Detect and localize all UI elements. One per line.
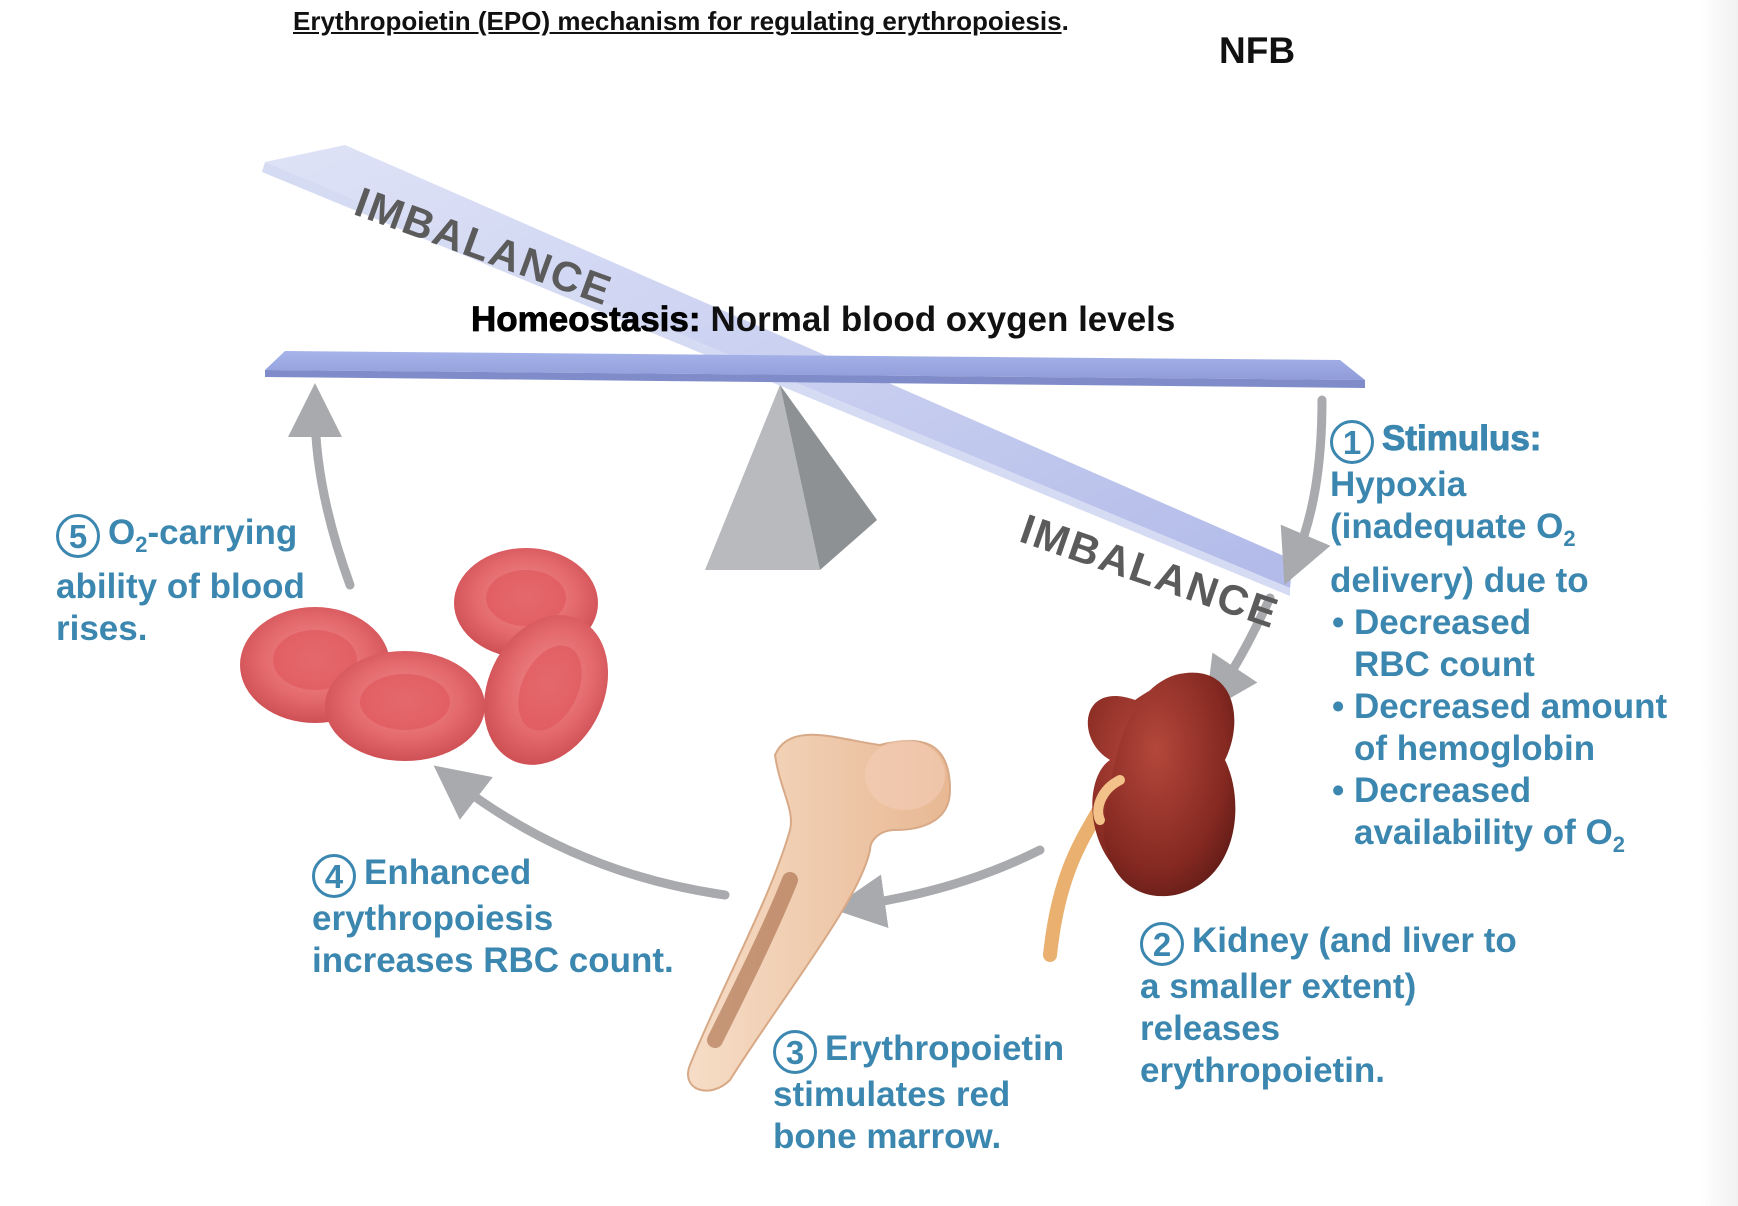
- homeostasis-value: Normal blood oxygen levels: [710, 300, 1176, 339]
- arrow-to-kidney-icon: [1205, 593, 1275, 713]
- homeostasis-heading: Homeostasis:Normal blood oxygen levels: [471, 300, 1176, 340]
- step-2-number: 2: [1140, 922, 1184, 966]
- step-1-line-3: delivery) due to: [1330, 561, 1589, 600]
- femur-bone-icon: [687, 733, 952, 1092]
- title-text: Erythropoietin (EPO) mechanism for regul…: [293, 6, 1062, 36]
- step-1-number: 1: [1330, 420, 1374, 464]
- title-period: .: [1061, 6, 1069, 36]
- page-edge-shadow: [1700, 0, 1738, 1206]
- red-blood-cell-icon: [325, 651, 485, 761]
- arrow-to-rbc-icon: [433, 765, 730, 900]
- step-5-number: 5: [56, 514, 100, 558]
- cycle-arrows: [288, 383, 1331, 929]
- seesaw-fulcrum-icon: [705, 385, 877, 570]
- list-item: Decreased amount of hemoglobin: [1330, 686, 1667, 770]
- step-1-line-2: (inadequate O2: [1330, 507, 1576, 551]
- red-blood-cell-icon: [483, 615, 609, 765]
- arrow-to-bone-icon: [831, 845, 1045, 929]
- list-item: Decreased availability of O2: [1330, 770, 1667, 866]
- step-1-title: Stimulus:: [1381, 419, 1542, 459]
- list-item: Decreased RBC count: [1330, 602, 1667, 686]
- page-title: Erythropoietin (EPO) mechanism for regul…: [293, 6, 1069, 37]
- seesaw-level-beam: [265, 351, 1365, 388]
- arrow-stimulus-icon: [1280, 395, 1331, 585]
- arrow-to-homeostasis-icon: [288, 383, 355, 590]
- homeostasis-label: Homeostasis:: [471, 300, 701, 340]
- step-3-number: 3: [773, 1030, 817, 1074]
- kidney-icon: [1043, 672, 1236, 962]
- red-blood-cells: [240, 548, 609, 765]
- nfb-label: NFB: [1219, 30, 1296, 71]
- step-4-number: 4: [312, 854, 356, 898]
- stimulus-causes-list: Decreased RBC count Decreased amount of …: [1330, 602, 1667, 866]
- step-1-line-1: Hypoxia: [1330, 465, 1467, 504]
